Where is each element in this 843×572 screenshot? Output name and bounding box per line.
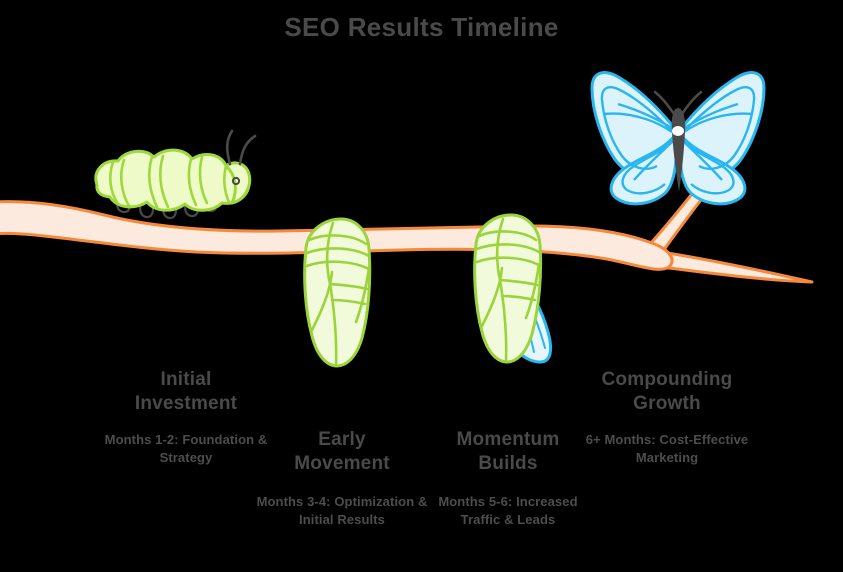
chrysalis-body [303, 217, 372, 368]
caterpillar-segments [108, 154, 231, 209]
butterfly-antennae [653, 90, 703, 116]
chrysalis-emerging-icon [473, 213, 553, 364]
stage-heading-line: Early [318, 429, 366, 450]
caterpillar-icon [94, 129, 257, 220]
butterfly-head [672, 126, 684, 136]
page-title: SEO Results Timeline [284, 12, 559, 42]
stage-heading-line: Compounding [601, 369, 733, 390]
stage-label-compounding-growth: Compounding Growth 6+ Months: Cost-Effec… [572, 368, 762, 468]
stage-heading-line: Growth [633, 393, 701, 415]
stage-heading-line: Movement [294, 453, 390, 475]
stage-heading-line: Momentum [456, 429, 560, 450]
butterfly-wing-veins [600, 86, 756, 195]
stage-description: Months 1-2: Foundation & Strategy [104, 431, 268, 466]
stage-label-initial-investment: Initial Investment Months 1-2: Foundatio… [96, 368, 276, 468]
caterpillar-eye [231, 176, 241, 186]
stage-description: 6+ Months: Cost-Effective Marketing [585, 431, 749, 466]
caterpillar-body [94, 148, 251, 212]
stage-heading: Compounding Growth [572, 368, 762, 417]
stage-heading: Momentum Builds [418, 428, 598, 477]
stage-label-early-movement: Early Movement Months 3-4: Optimization … [252, 428, 432, 530]
chrysalis-detail-lines [305, 221, 371, 367]
stage-description: Months 3-4: Optimization & Initial Resul… [256, 493, 428, 528]
stage-heading: Initial Investment [96, 368, 276, 417]
chrysalis-icon [303, 217, 372, 368]
stage-label-momentum-builds: Momentum Builds Months 5-6: Increased Tr… [418, 428, 598, 530]
stage-heading: Early Movement [252, 428, 432, 477]
chrysalis-detail-lines [475, 217, 541, 363]
caterpillar-antennae [225, 129, 257, 166]
chrysalis-body [473, 213, 543, 364]
stage-description: Months 5-6: Increased Traffic & Leads [438, 493, 578, 528]
butterfly-icon [590, 71, 766, 206]
branch-twig-right [643, 248, 814, 284]
stage-heading-line: Initial [160, 369, 212, 390]
stage-heading-line: Investment [134, 393, 238, 415]
stage-heading-line: Builds [478, 453, 538, 475]
